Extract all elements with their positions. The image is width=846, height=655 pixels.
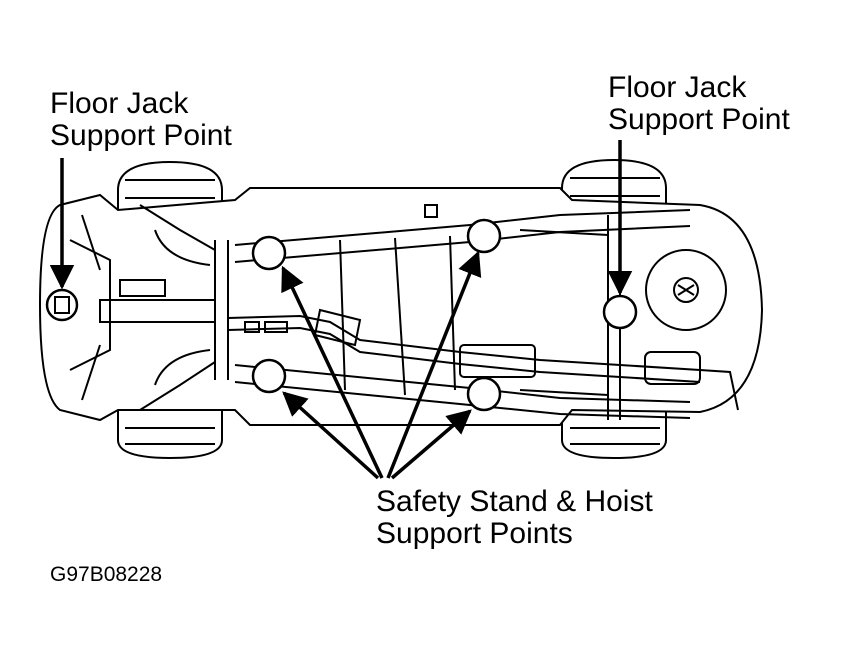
tire-rear-right <box>561 409 667 460</box>
arrow-stand-front-left <box>281 265 384 479</box>
safety-stand-point-rear-right <box>466 376 502 412</box>
label-floor-jack-right: Floor Jack Support Point <box>608 72 790 136</box>
safety-stand-point-front-right <box>251 358 287 394</box>
label-line: Floor Jack <box>50 87 189 120</box>
label-line: Safety Stand & Hoist <box>376 485 653 518</box>
callout-arrows <box>49 140 633 480</box>
label-line: Support Point <box>608 103 790 136</box>
safety-stand-point-front-left <box>251 235 287 271</box>
tire-front-right <box>117 409 223 460</box>
label-line: Floor Jack <box>608 71 747 104</box>
floor-jack-point-front <box>45 288 79 322</box>
safety-stand-point-rear-left <box>466 218 502 254</box>
arrow-stand-rear-left <box>386 250 482 479</box>
label-floor-jack-left: Floor Jack Support Point <box>50 88 232 152</box>
floor-jack-point-rear <box>602 294 638 330</box>
vehicle-body <box>38 158 764 460</box>
arrow-stand-front-right <box>282 391 380 480</box>
figure-code: G97B08228 <box>50 563 163 586</box>
label-line: Support Point <box>50 119 232 152</box>
label-safety-stand: Safety Stand & Hoist Support Points <box>376 486 653 550</box>
body-outline <box>38 187 764 426</box>
arrow-stand-rear-right <box>390 409 472 480</box>
label-line: Support Points <box>376 517 573 550</box>
